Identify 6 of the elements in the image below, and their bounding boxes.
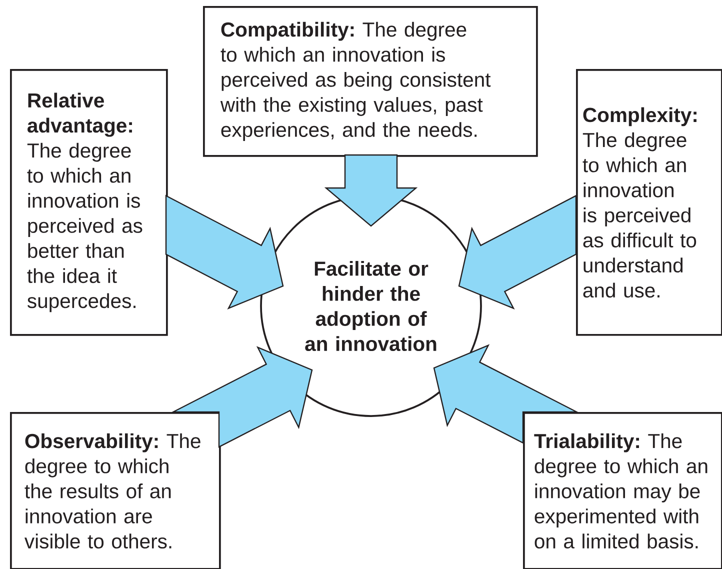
definition-box: Compatibility: The degree to which an innovation is perceived as being consistent with the existing values, past experiences, and the needs.: [203, 6, 538, 157]
definition-box: Observability: The degree to which the results of an innovation are visible to others.: [10, 412, 221, 569]
definition-box: Complexity: The degree to which an innovation is perceived as difficult to understand and use.: [576, 69, 722, 336]
block-arrow: [324, 154, 418, 227]
definition-box: Trialability: The degree to which an innovation may be experimented with on a limited basis.: [523, 412, 722, 569]
definition-box: Relative advantage: The degree to which an innovation is perceived as better than the idea it supercedes.: [10, 69, 168, 336]
